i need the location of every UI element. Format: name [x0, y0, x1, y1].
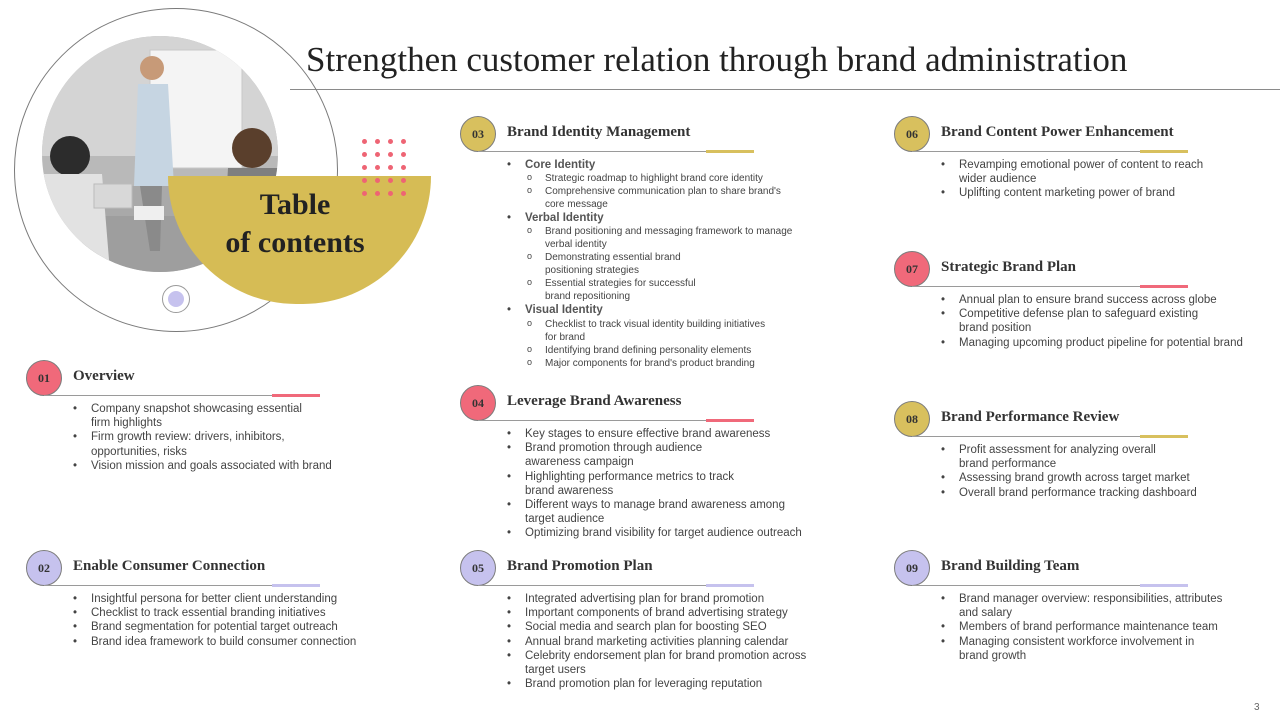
list-item: Celebrity endorsement plan for brand pro… [507, 649, 837, 677]
page-title: Strengthen customer relation through bra… [306, 40, 1128, 79]
section-accent [1140, 584, 1188, 587]
item-list: Insightful persona for better client und… [73, 592, 393, 649]
toc-heading: Table of contents [210, 186, 380, 262]
section-accent [1140, 285, 1188, 288]
decorative-dot [162, 285, 190, 313]
sub-item: Demonstrating essential brandpositioning… [525, 250, 827, 277]
section-number: 04 [460, 385, 496, 421]
section-divider [44, 585, 320, 586]
sub-item: Checklist to track visual identity build… [525, 317, 827, 344]
sub-item: Brand positioning and messaging framewor… [525, 224, 827, 251]
sub-item: Major components for brand's product bra… [525, 356, 827, 370]
section-title[interactable]: Brand Building Team [941, 558, 1080, 574]
list-item: Optimizing brand visibility for target a… [507, 526, 837, 540]
section-title[interactable]: Leverage Brand Awareness [507, 393, 682, 409]
list-item: Different ways to manage brand awareness… [507, 498, 837, 526]
list-item: Important components of brand advertisin… [507, 606, 837, 620]
list-item: Vision mission and goals associated with… [73, 459, 373, 473]
section-number: 02 [26, 550, 62, 586]
list-item: Brand idea framework to build consumer c… [73, 635, 393, 649]
list-item: Brand promotion plan for leveraging repu… [507, 677, 837, 691]
title-divider [290, 89, 1280, 90]
section-divider [478, 420, 754, 421]
item-list: Revamping emotional power of content to … [941, 158, 1271, 201]
section-number: 09 [894, 550, 930, 586]
list-item: Integrated advertising plan for brand pr… [507, 592, 837, 606]
list-item: Insightful persona for better client und… [73, 592, 393, 606]
list-item: Highlighting performance metrics to trac… [507, 470, 837, 498]
section-title[interactable]: Strategic Brand Plan [941, 259, 1076, 275]
section-title[interactable]: Enable Consumer Connection [73, 558, 266, 574]
section-divider [478, 585, 754, 586]
section-number: 07 [894, 251, 930, 287]
list-item: Assessing brand growth across target mar… [941, 471, 1271, 485]
list-item: Annual brand marketing activities planni… [507, 635, 837, 649]
toc-line-1: Table [259, 188, 331, 221]
section-title[interactable]: Brand Promotion Plan [507, 558, 653, 574]
section-number: 03 [460, 116, 496, 152]
list-item: Verbal Identity Brand positioning and me… [507, 211, 827, 303]
section-divider [44, 395, 320, 396]
list-item: Members of brand performance maintenance… [941, 620, 1271, 634]
section-accent [706, 584, 754, 587]
list-item: Revamping emotional power of content to … [941, 158, 1271, 186]
sub-item: Identifying brand defining personality e… [525, 343, 827, 357]
list-item: Brand segmentation for potential target … [73, 620, 393, 634]
list-item: Competitive defense plan to safeguard ex… [941, 307, 1279, 335]
section-accent [1140, 150, 1188, 153]
section-title[interactable]: Brand Performance Review [941, 409, 1120, 425]
section-accent [706, 419, 754, 422]
item-list: Core Identity Strategic roadmap to highl… [507, 158, 827, 370]
list-item: Key stages to ensure effective brand awa… [507, 427, 837, 441]
section-number: 06 [894, 116, 930, 152]
item-list: Annual plan to ensure brand success acro… [941, 293, 1279, 350]
list-item: Firm growth review: drivers, inhibitors,… [73, 430, 373, 458]
item-list: Brand manager overview: responsibilities… [941, 592, 1271, 663]
list-item: Visual Identity Checklist to track visua… [507, 303, 827, 369]
list-item: Social media and search plan for boostin… [507, 620, 837, 634]
section-divider [478, 151, 754, 152]
dot-grid-decoration [362, 139, 406, 196]
list-item: Core Identity Strategic roadmap to highl… [507, 158, 827, 211]
list-item: Managing upcoming product pipeline for p… [941, 336, 1279, 350]
section-title[interactable]: Brand Content Power Enhancement [941, 124, 1174, 140]
list-item: Uplifting content marketing power of bra… [941, 186, 1271, 200]
section-number: 05 [460, 550, 496, 586]
item-list: Profit assessment for analyzing overallb… [941, 443, 1271, 500]
section-title[interactable]: Overview [73, 368, 135, 384]
section-accent [272, 394, 320, 397]
section-accent [1140, 435, 1188, 438]
section-accent [272, 584, 320, 587]
section-divider [912, 585, 1188, 586]
list-item: Company snapshot showcasing essentialfir… [73, 402, 373, 430]
list-item: Brand manager overview: responsibilities… [941, 592, 1271, 620]
sub-item: Essential strategies for successfulbrand… [525, 276, 827, 303]
list-item: Overall brand performance tracking dashb… [941, 486, 1271, 500]
list-item: Annual plan to ensure brand success acro… [941, 293, 1279, 307]
section-accent [706, 150, 754, 153]
sub-list: Strategic roadmap to highlight brand cor… [525, 171, 827, 211]
item-list: Key stages to ensure effective brand awa… [507, 427, 837, 541]
list-item: Managing consistent workforce involvemen… [941, 635, 1271, 663]
section-title[interactable]: Brand Identity Management [507, 124, 691, 140]
list-item: Profit assessment for analyzing overallb… [941, 443, 1271, 471]
item-list: Integrated advertising plan for brand pr… [507, 592, 837, 692]
section-number: 08 [894, 401, 930, 437]
section-divider [912, 151, 1188, 152]
list-item: Brand promotion through audienceawarenes… [507, 441, 837, 469]
sub-item: Comprehensive communication plan to shar… [525, 184, 827, 211]
hero-ring [14, 8, 338, 332]
list-item: Checklist to track essential branding in… [73, 606, 393, 620]
sub-item: Strategic roadmap to highlight brand cor… [525, 171, 827, 185]
section-divider [912, 436, 1188, 437]
section-divider [912, 286, 1188, 287]
sub-list: Brand positioning and messaging framewor… [525, 224, 827, 303]
sub-list: Checklist to track visual identity build… [525, 317, 827, 370]
page-number: 3 [1254, 702, 1260, 713]
toc-line-2: of contents [225, 226, 365, 259]
section-number: 01 [26, 360, 62, 396]
item-list: Company snapshot showcasing essentialfir… [73, 402, 373, 473]
